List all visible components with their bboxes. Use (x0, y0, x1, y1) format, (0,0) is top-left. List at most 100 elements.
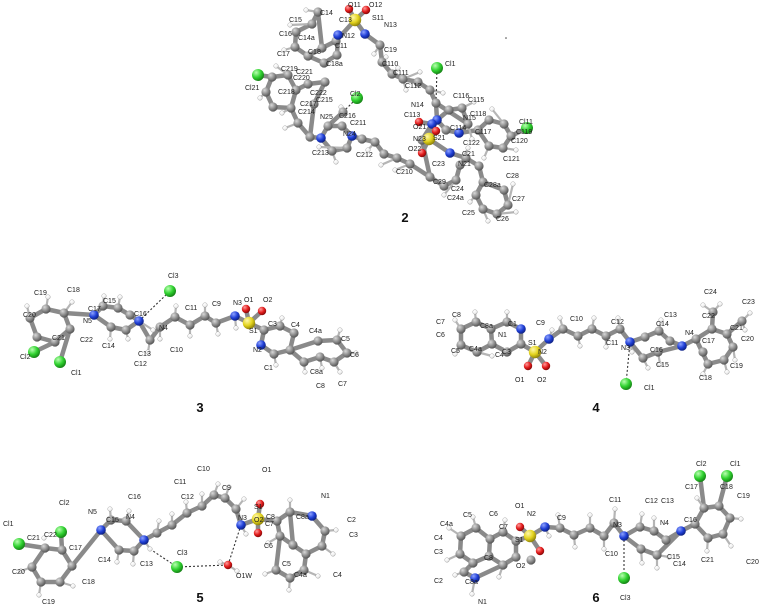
atom-label: C21 (462, 151, 475, 158)
hydrogen-atom (126, 508, 132, 514)
atom-label: C211 (350, 120, 366, 127)
atom-label: C6 (489, 511, 498, 518)
atom-label: C11 (335, 43, 347, 50)
hydrogen-atom (383, 54, 389, 60)
atom-label: C15 (667, 554, 680, 561)
carbon-atom (499, 185, 509, 195)
atom-label: C23 (742, 299, 755, 306)
caption-structure-4: 4 (592, 400, 600, 415)
hydrogen-atom (114, 559, 120, 565)
atom-label: C17 (88, 306, 101, 313)
carbon-atom (125, 310, 135, 320)
atom-label: C1 (508, 321, 517, 328)
hydrogen-atom (243, 531, 249, 537)
carbon-atom (461, 153, 471, 163)
hydrogen-atom (234, 568, 240, 574)
oxygen-atom (535, 546, 545, 556)
carbon-atom (342, 143, 352, 153)
sulfur-atom (251, 512, 265, 526)
carbon-atom (299, 357, 309, 367)
hydrogen-atom (572, 544, 578, 550)
hydrogen-atom (173, 303, 179, 309)
atom-label: N3 (621, 345, 630, 352)
carbon-atom (288, 540, 298, 550)
atom-label: S1 (515, 537, 524, 544)
carbon-atom (484, 551, 494, 561)
hydrogen-atom (147, 546, 153, 552)
hydrogen-atom (378, 162, 384, 168)
hydrogen-atom (471, 99, 477, 105)
carbon-atom (293, 118, 303, 128)
hydrogen-atom (18, 568, 24, 574)
atom-label: C217 (300, 101, 317, 108)
hydrogen-atom (226, 484, 232, 490)
carbon-atom (317, 541, 327, 551)
atom-label: N15 (463, 115, 476, 122)
atom-label: Cl1 (3, 521, 14, 528)
carbon-atom (98, 301, 108, 311)
hydrogen-atom (489, 106, 495, 112)
nitrogen-atom (236, 520, 246, 530)
atom-label: N5 (88, 509, 97, 516)
carbon-atom (503, 200, 513, 210)
atom-label: C212 (356, 152, 373, 159)
chlorine-atom (55, 526, 67, 538)
carbon-atom (145, 335, 155, 345)
hydrogen-atom (107, 336, 113, 342)
carbon-atom (337, 121, 347, 131)
atom-label: C220 (293, 75, 310, 82)
chlorine-atom (721, 470, 733, 482)
bond (287, 338, 321, 353)
carbon-atom (413, 77, 423, 87)
atom-label: C114 (450, 125, 466, 132)
chlorine-atom (252, 69, 264, 81)
atom-label: C4 (333, 572, 342, 579)
hydrogen-atom (69, 299, 75, 305)
carbon-atom (484, 115, 494, 125)
sulfur-atom (348, 13, 362, 27)
caption-structure-5: 5 (196, 590, 203, 605)
hydrogen-atom (440, 90, 446, 96)
atom-label: C8a (296, 514, 309, 521)
hydrogen-atom (319, 365, 325, 371)
carbon-atom (708, 307, 718, 317)
hydrogen-atom (315, 573, 321, 579)
atom-label: Cl21 (245, 85, 260, 92)
carbon-atom (487, 339, 497, 349)
hydrogen-atom (281, 47, 287, 53)
atom-label: C24a (447, 195, 464, 202)
carbon-atom (342, 348, 352, 358)
hydrogen-atom (302, 369, 308, 375)
bond (419, 137, 433, 180)
carbon-atom (499, 119, 509, 129)
carbon-atom (471, 523, 481, 533)
sulfur-atom (422, 132, 436, 146)
nitrogen-atom (134, 316, 144, 326)
carbon-atom (459, 567, 469, 577)
hydrogen-atom (724, 369, 730, 375)
atom-label: C218 (278, 89, 295, 96)
carbon-atom (329, 357, 339, 367)
hydrogen-atom (257, 95, 263, 101)
carbon-atom (728, 342, 738, 352)
hydrogen-atom (303, 7, 309, 13)
carbon-atom (379, 149, 389, 159)
atom-label: C11 (185, 305, 197, 312)
hydrogen-atom (125, 336, 131, 342)
atom-label: C21 (52, 335, 65, 342)
carbon-atom (665, 336, 675, 346)
atom-label: C22 (80, 337, 93, 344)
hydrogen-atom (452, 351, 458, 357)
chlorine-atom (54, 356, 66, 368)
carbon-atom (231, 504, 241, 514)
atom-label: C11 (606, 340, 618, 347)
carbon-atom (320, 526, 330, 536)
atom-label: N2 (538, 349, 547, 356)
hydrogen-atom (615, 315, 621, 321)
carbon-atom (27, 562, 37, 572)
carbon-atom (291, 27, 301, 37)
carbon-atom (338, 107, 348, 117)
chlorine-atom (28, 346, 40, 358)
hydrogen-atom (742, 327, 748, 333)
carbon-atom (313, 336, 323, 346)
